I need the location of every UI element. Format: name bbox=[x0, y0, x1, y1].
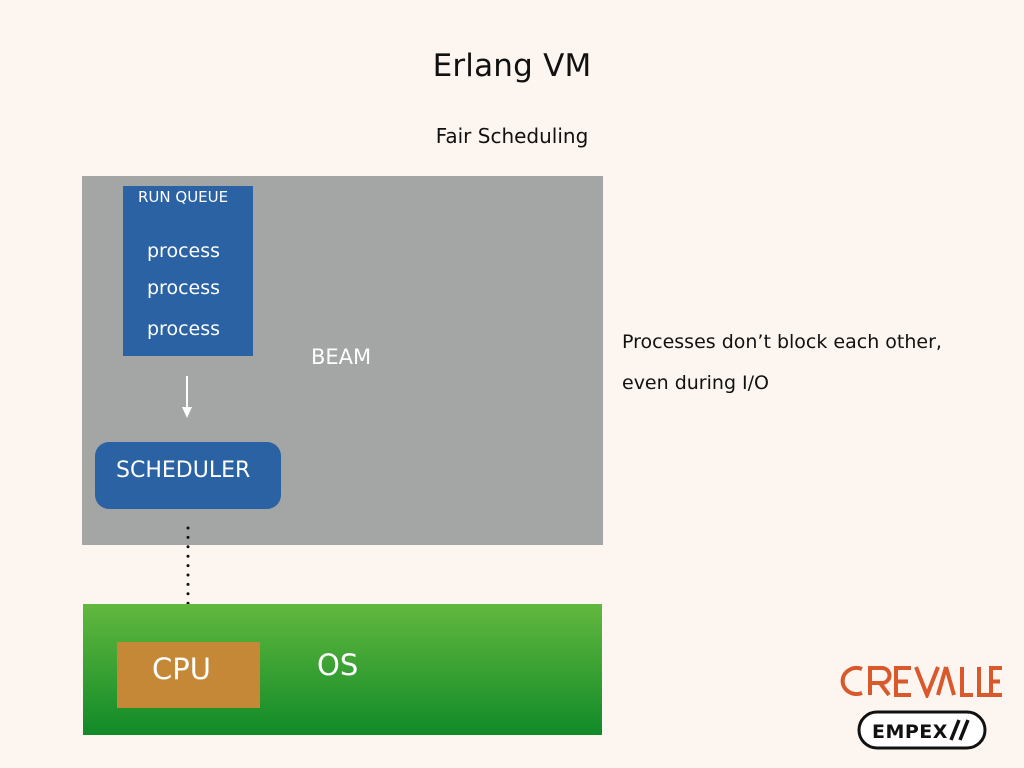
cpu-box bbox=[117, 642, 260, 708]
dotted-connector bbox=[186, 526, 190, 634]
cpu-label: CPU bbox=[152, 652, 211, 686]
note-line-1: Processes don’t block each other, bbox=[622, 331, 942, 353]
os-label: OS bbox=[317, 648, 359, 682]
process-item: process bbox=[147, 240, 221, 262]
scheduler-label: SCHEDULER bbox=[116, 458, 251, 483]
crevalle-logo bbox=[840, 666, 1002, 698]
slide-subtitle: Fair Scheduling bbox=[435, 124, 589, 148]
empex-logo: EMPEX bbox=[857, 710, 987, 750]
slide-title: Erlang VM bbox=[432, 48, 592, 84]
svg-text:EMPEX: EMPEX bbox=[872, 721, 948, 743]
run-queue-box bbox=[123, 186, 253, 356]
down-arrow-icon bbox=[182, 376, 192, 418]
beam-label: BEAM bbox=[311, 345, 372, 369]
run-queue-title: RUN QUEUE bbox=[138, 188, 229, 206]
note-line-2: even during I/O bbox=[622, 372, 769, 394]
process-item: process bbox=[147, 318, 221, 340]
process-item: process bbox=[147, 277, 221, 299]
scheduler-box bbox=[95, 442, 281, 509]
